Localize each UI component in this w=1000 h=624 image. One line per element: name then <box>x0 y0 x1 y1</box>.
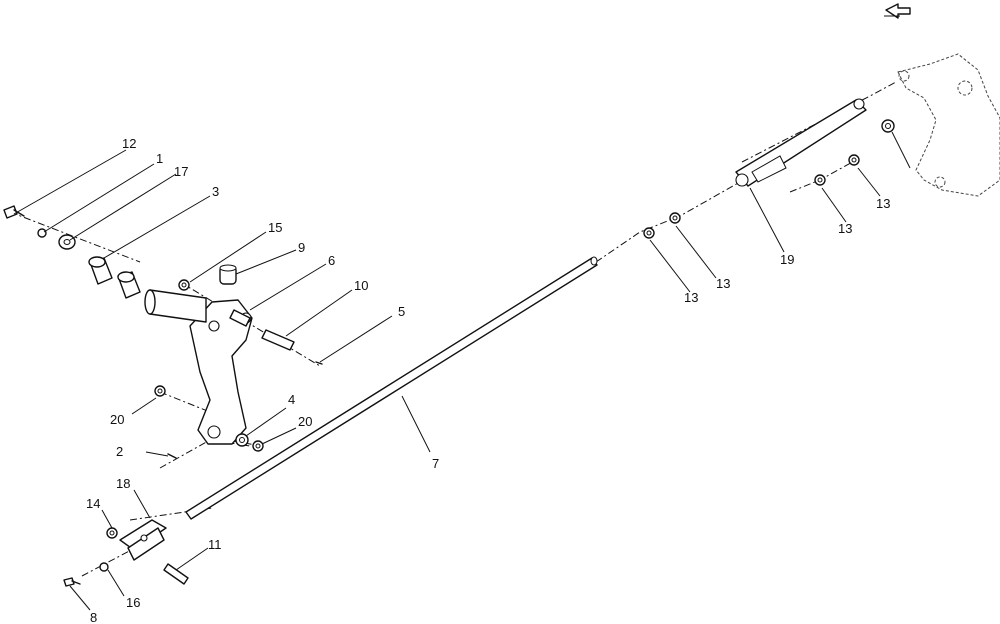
callout-11: 11 <box>208 537 222 552</box>
callout-19: 19 <box>780 252 794 267</box>
callout-2: 2 <box>116 444 123 459</box>
callout-7: 7 <box>432 456 439 471</box>
nut-frame <box>881 119 895 133</box>
nut-13-a <box>643 227 655 239</box>
pin <box>261 329 295 351</box>
clevis-pin <box>229 309 251 327</box>
nut-15 <box>178 279 190 291</box>
nut-13-b <box>669 212 681 224</box>
callout-15: 15 <box>268 220 282 235</box>
bushing-right <box>117 271 141 299</box>
washer-lower <box>99 562 109 572</box>
callout-17: 17 <box>174 164 188 179</box>
nut-13-d <box>848 154 860 166</box>
callout-5: 5 <box>398 304 405 319</box>
cotter-pin <box>315 361 323 365</box>
spacer <box>219 264 237 285</box>
return-arrow-icon[interactable] <box>884 3 911 19</box>
nut-13-c <box>814 174 826 186</box>
washer-lever <box>235 433 249 447</box>
callout-12: 12 <box>122 136 136 151</box>
callout-18: 18 <box>116 476 130 491</box>
cotter-pin-lower <box>167 453 177 459</box>
callout-20-left: 20 <box>110 412 124 427</box>
callout-8: 8 <box>90 610 97 624</box>
frame-ghost-outline <box>897 53 1000 197</box>
nut-14 <box>106 527 118 539</box>
callout-13-a: 13 <box>684 290 698 305</box>
link-bar <box>735 98 867 187</box>
callout-20-right: 20 <box>298 414 312 429</box>
callout-9: 9 <box>298 240 305 255</box>
bushing-left <box>88 256 113 285</box>
nut-20-left <box>154 385 166 397</box>
callout-13-b: 13 <box>716 276 730 291</box>
bolt-top <box>3 205 25 219</box>
callout-16: 16 <box>126 595 140 610</box>
callout-labels: 12 1 17 3 15 9 6 10 5 20 4 20 2 7 18 14 … <box>86 136 890 624</box>
leader-lines <box>13 131 911 611</box>
callout-1-top: 1 <box>156 151 163 166</box>
callout-3: 3 <box>212 184 219 199</box>
callout-4: 4 <box>288 392 295 407</box>
shift-rod <box>185 256 598 520</box>
nut-20-right <box>252 440 264 452</box>
washer-small <box>37 228 47 238</box>
bolt-clevis <box>163 563 189 585</box>
callout-10: 10 <box>354 278 368 293</box>
callout-6: 6 <box>328 253 335 268</box>
washer-large <box>58 234 76 250</box>
pivot-shaft <box>144 289 207 323</box>
bolt-bottom <box>63 577 81 587</box>
clevis <box>119 519 167 561</box>
callout-13-c: 13 <box>838 221 852 236</box>
callout-14: 14 <box>86 496 100 511</box>
callout-13-d: 13 <box>876 196 890 211</box>
